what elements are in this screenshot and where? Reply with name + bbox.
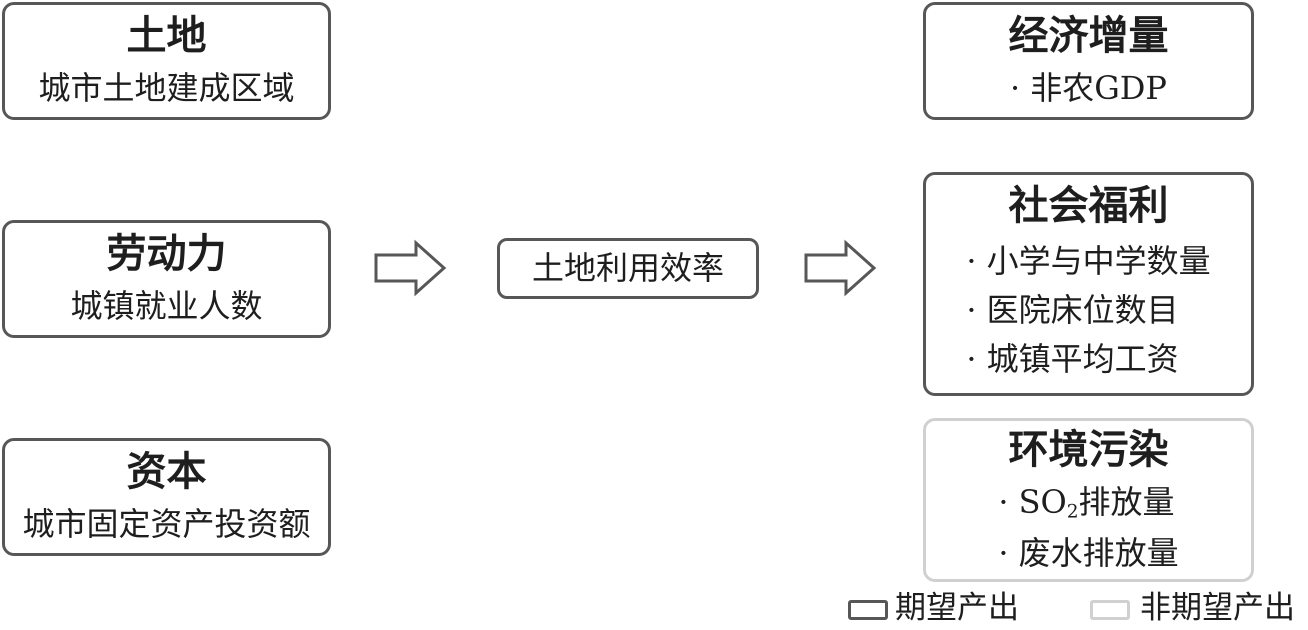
output-box-economic: 经济增量 ·非农GDP (923, 2, 1254, 120)
item-text: 废水排放量 (1018, 534, 1179, 572)
input-subtitle-capital: 城市固定资产投资额 (22, 505, 311, 543)
item-text: 医院床位数目 (986, 291, 1179, 329)
item-text: 小学与中学数量 (986, 242, 1211, 280)
bullet: · (998, 534, 1009, 572)
item-text: 城镇平均工资 (986, 340, 1179, 378)
item-suffix: 排放量 (1078, 483, 1175, 521)
land-use-efficiency-box: 土地利用效率 (497, 238, 759, 299)
legend-swatch-undesirable (1090, 600, 1130, 620)
bullet: · (966, 291, 977, 329)
input-to-efficiency-arrow-icon (374, 239, 447, 297)
input-box-capital: 资本 城市固定资产投资额 (2, 438, 331, 556)
list-item: ·城镇平均工资 (966, 335, 1210, 384)
legend-label-desirable: 期望产出 (895, 590, 1019, 626)
output-box-environment: 环境污染 ·SO2排放量 ·废水排放量 (923, 418, 1254, 582)
bullet: · (998, 483, 1009, 521)
output-title-economic: 经济增量 (1008, 13, 1169, 59)
bullet: · (1010, 69, 1021, 107)
output-items-economic: ·非农GDP (1010, 68, 1167, 108)
output-box-social: 社会福利 ·小学与中学数量 ·医院床位数目 ·城镇平均工资 (923, 172, 1254, 396)
input-box-land: 土地 城市土地建成区域 (2, 2, 331, 120)
output-items-environment: ·SO2排放量 ·废水排放量 (998, 477, 1178, 579)
list-item: ·废水排放量 (998, 528, 1178, 579)
bullet: · (966, 340, 977, 378)
legend-label-undesirable: 非期望产出 (1140, 590, 1295, 626)
item-text: SO (1018, 483, 1067, 521)
item-text: 非农GDP (1030, 69, 1167, 107)
efficiency-to-output-arrow-icon (804, 239, 877, 297)
input-title-land: 土地 (126, 13, 207, 59)
bullet: · (966, 242, 977, 280)
legend-swatch-desirable (848, 600, 888, 620)
output-items-social: ·小学与中学数量 ·医院床位数目 ·城镇平均工资 (966, 237, 1210, 384)
input-title-labor: 劳动力 (106, 231, 227, 277)
input-title-capital: 资本 (126, 449, 207, 495)
list-item: ·小学与中学数量 (966, 237, 1210, 286)
input-box-labor: 劳动力 城镇就业人数 (2, 220, 331, 338)
output-title-environment: 环境污染 (1008, 427, 1169, 473)
output-title-social: 社会福利 (1008, 183, 1169, 229)
list-item: ·SO2排放量 (998, 477, 1178, 528)
list-item: ·医院床位数目 (966, 286, 1210, 335)
item-subscript: 2 (1066, 501, 1079, 523)
input-subtitle-land: 城市土地建成区域 (38, 69, 295, 107)
input-subtitle-labor: 城镇就业人数 (70, 287, 263, 325)
list-item: ·非农GDP (1010, 68, 1167, 108)
